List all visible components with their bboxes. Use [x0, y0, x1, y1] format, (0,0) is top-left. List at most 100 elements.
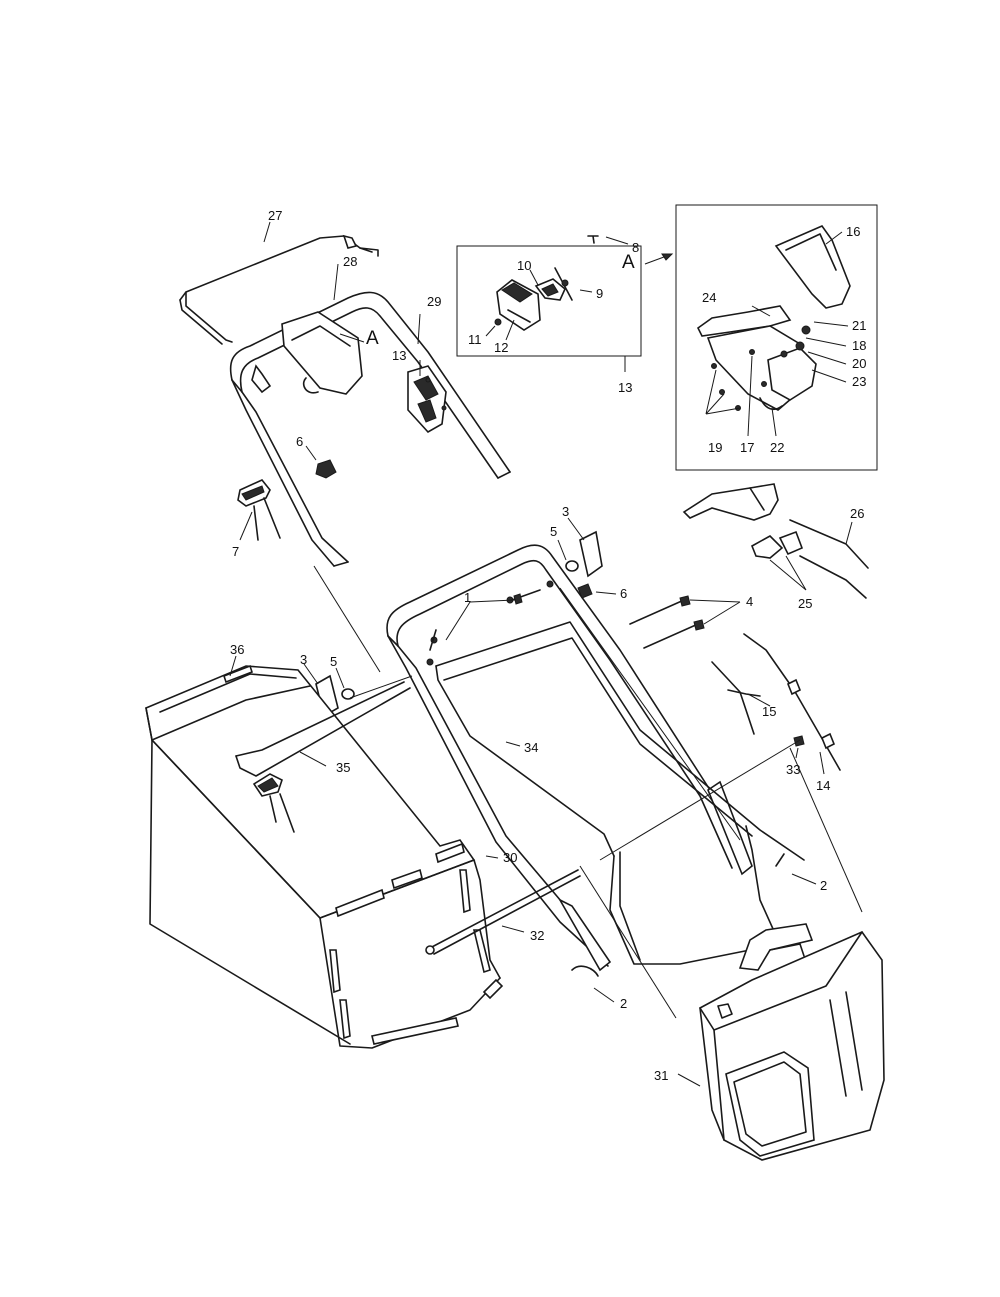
callout-1: 1 [464, 590, 471, 605]
callout-30: 30 [503, 850, 517, 865]
leader-23 [811, 369, 847, 383]
leader-31 [677, 1073, 701, 1087]
lower-handle-30 [386, 544, 753, 972]
rods-4 [629, 595, 741, 649]
leader-19 [705, 369, 741, 415]
leader-26 [845, 521, 853, 545]
bail-27 [179, 221, 379, 345]
handle-foot-right [707, 780, 753, 876]
rod-32 [425, 869, 581, 955]
callout-26: 26 [850, 506, 864, 521]
leader-33 [795, 747, 799, 759]
cover-16 [774, 225, 851, 309]
leader-a-housing [339, 333, 365, 343]
callout-19: 19 [708, 440, 722, 455]
handle-foot-left [557, 898, 612, 972]
leader-3-right [567, 517, 585, 541]
leader-25 [769, 555, 807, 591]
leader-5-left [335, 667, 345, 689]
callout-13-inset: 13 [618, 380, 632, 395]
leader-20 [807, 351, 847, 365]
leader-5-right [557, 539, 567, 561]
inset-switch-assembly [456, 235, 642, 372]
callout-25: 25 [798, 596, 812, 611]
leader-17 [747, 355, 753, 437]
leader-2-right [791, 873, 817, 885]
callout-32: 32 [530, 928, 544, 943]
drive-lever [682, 483, 869, 599]
pointer-arrow-a [661, 253, 674, 261]
cable-14 [743, 633, 841, 775]
handle-grip-31 [738, 923, 814, 971]
callout-27: 27 [268, 208, 282, 223]
callout-16: 16 [846, 224, 860, 239]
knob-7 [237, 479, 281, 541]
leader-36 [229, 655, 237, 677]
leader-4 [689, 599, 741, 625]
callout-8: 8 [632, 240, 639, 255]
leader-27 [263, 221, 271, 243]
leader-14 [819, 751, 825, 775]
leader-3-left [303, 663, 319, 685]
callout-33: 33 [786, 762, 800, 777]
callout-labels: 27 28 A 29 13 6 7 36 3 5 35 1 34 30 32 2… [230, 208, 866, 1083]
leader-29 [417, 313, 421, 345]
pin-2-right [775, 853, 817, 885]
grass-catcher-36 [145, 655, 504, 1049]
callout-14: 14 [816, 778, 830, 793]
leader-6-right [595, 591, 617, 595]
callout-24: 24 [702, 290, 716, 305]
leader-16 [825, 231, 843, 245]
callout-13: 13 [392, 348, 406, 363]
leader-7 [239, 511, 253, 541]
callout-36: 36 [230, 642, 244, 657]
callout-2-right: 2 [820, 878, 827, 893]
switch-body [496, 278, 566, 331]
callout-a-inset: A [622, 252, 635, 273]
leader-22 [771, 407, 777, 437]
rear-housing-31 [677, 923, 885, 1161]
pin-2-lower [571, 965, 615, 1003]
thimble-5-left [335, 667, 355, 700]
callout-7: 7 [232, 544, 239, 559]
catcher-rod-35 [235, 681, 411, 833]
callout-9: 9 [596, 286, 603, 301]
callout-6-upper: 6 [296, 434, 303, 449]
callout-35: 35 [336, 760, 350, 775]
leader-10 [529, 269, 539, 286]
leader-24 [751, 305, 771, 317]
callout-5-left: 5 [330, 654, 337, 669]
control-housing-28 [281, 311, 363, 395]
callout-20: 20 [852, 356, 866, 371]
screw-8 [587, 235, 599, 244]
thimble-5-right [557, 539, 579, 572]
leader-32 [501, 925, 525, 933]
callout-22: 22 [770, 440, 784, 455]
callout-3-left: 3 [300, 652, 307, 667]
callout-6-right: 6 [620, 586, 627, 601]
callout-28: 28 [343, 254, 357, 269]
callout-a-housing: A [366, 328, 379, 349]
leader-18 [805, 337, 847, 347]
inset-a-control-assembly [644, 204, 878, 471]
vent-door [725, 1051, 815, 1157]
leader-34 [505, 741, 521, 747]
callout-15: 15 [762, 704, 776, 719]
callout-12: 12 [494, 340, 508, 355]
nut-33 [793, 735, 805, 759]
leader-30 [485, 855, 499, 859]
bag-frame-34 [435, 621, 805, 965]
leader-8 [605, 236, 629, 245]
leader-2-lower [593, 987, 615, 1003]
callout-11: 11 [468, 332, 482, 347]
callout-5-right: 5 [550, 524, 557, 539]
leader-11 [485, 325, 496, 337]
inset-a-frame [675, 204, 878, 471]
callout-10: 10 [517, 258, 531, 273]
leader-9 [579, 289, 593, 293]
callout-23: 23 [852, 374, 866, 389]
callout-17: 17 [740, 440, 754, 455]
leader-35 [299, 751, 327, 767]
callout-31: 31 [654, 1068, 668, 1083]
